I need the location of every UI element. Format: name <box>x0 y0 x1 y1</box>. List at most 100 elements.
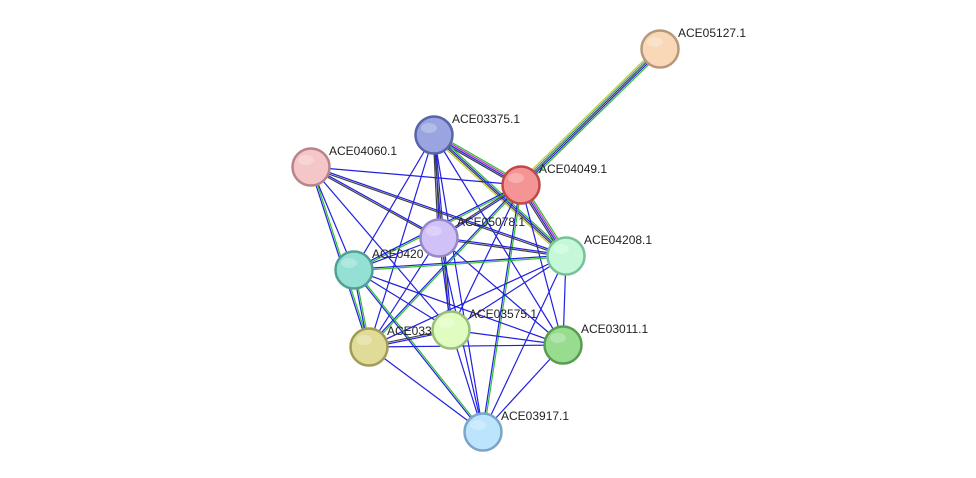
edge-line <box>354 269 485 432</box>
node-circle[interactable] <box>291 147 331 187</box>
edge-line <box>518 46 659 184</box>
node-circle[interactable] <box>334 250 374 290</box>
edge-ace04060-1-ace04208-1 <box>310 165 567 258</box>
node-ace0420[interactable]: ACE0420 <box>334 247 424 290</box>
node-label: ACE04208.1 <box>584 233 652 247</box>
nodes-layer: ACE05127.1ACE03375.1ACE04060.1ACE04049.1… <box>291 26 747 452</box>
edge-line <box>520 48 661 186</box>
edge-ace04208-1-ace03917-1 <box>482 255 567 433</box>
edge-ace03375-1-ace03917-1 <box>433 134 484 433</box>
edge-line <box>521 49 662 187</box>
edge-ace04060-1-ace03575-1 <box>310 166 452 331</box>
edge-ace05078-1-ace04208-1 <box>438 236 567 258</box>
node-highlight <box>356 335 372 345</box>
edge-line <box>311 165 440 238</box>
edge-ace04060-1-ace05078-1 <box>310 165 440 240</box>
node-label: ACE033 <box>387 324 432 338</box>
node-circle[interactable] <box>463 412 503 452</box>
edge-line <box>353 269 564 346</box>
edge-line <box>368 134 435 348</box>
node-ace05078-1[interactable]: ACE05078.1 <box>419 215 526 258</box>
node-highlight <box>341 258 357 268</box>
node-highlight <box>550 333 566 343</box>
edge-ace04208-1-ace0420 <box>353 254 567 272</box>
node-circle[interactable] <box>501 165 541 205</box>
node-ace04049-1[interactable]: ACE04049.1 <box>501 162 608 205</box>
edge-line <box>433 134 564 346</box>
node-label: ACE03917.1 <box>501 409 569 423</box>
edge-line <box>311 165 567 256</box>
edge-line <box>522 50 663 188</box>
edge-line <box>481 184 521 432</box>
edge-line <box>433 134 484 433</box>
node-highlight <box>426 226 442 236</box>
edge-ace04049-1-ace03011-1 <box>520 184 564 346</box>
edge-line <box>353 254 566 270</box>
edge-line <box>438 238 566 258</box>
edge-line <box>310 167 439 240</box>
node-highlight <box>470 420 486 430</box>
node-circle[interactable] <box>640 29 680 69</box>
node-label: ACE04049.1 <box>539 162 607 176</box>
edge-line <box>520 184 564 346</box>
node-label: ACE05127.1 <box>678 26 746 40</box>
node-label: ACE0420 <box>372 247 424 261</box>
node-label: ACE03011.1 <box>581 322 648 336</box>
edge-ace033-ace03011-1 <box>368 344 564 348</box>
edge-line <box>433 135 566 258</box>
edge-ace0420-ace03917-1 <box>352 269 485 433</box>
edge-ace033-ace03917-1 <box>368 346 484 433</box>
node-ace03917-1[interactable]: ACE03917.1 <box>463 409 570 452</box>
node-circle[interactable] <box>431 310 471 350</box>
edge-ace05078-1-ace033 <box>368 237 440 348</box>
edge-line <box>310 166 522 186</box>
edge-line <box>450 255 567 331</box>
edge-ace04049-1-ace03917-1 <box>481 184 523 433</box>
edge-line <box>519 47 660 185</box>
edge-line <box>368 346 484 433</box>
edge-line <box>354 256 567 272</box>
node-circle[interactable] <box>414 115 454 155</box>
edge-ace05078-1-ace03011-1 <box>438 237 564 346</box>
node-label: ACE03375.1 <box>452 112 520 126</box>
edge-ace04060-1-ace04049-1 <box>310 166 522 186</box>
node-ace03375-1[interactable]: ACE03375.1 <box>414 112 521 155</box>
edge-line <box>353 134 435 271</box>
node-label: ACE05078.1 <box>457 215 525 229</box>
edge-ace03375-1-ace033 <box>368 134 435 348</box>
edge-ace03375-1-ace03011-1 <box>433 134 564 346</box>
edge-ace03375-1-ace0420 <box>353 134 435 271</box>
edge-line <box>438 237 564 346</box>
node-ace04060-1[interactable]: ACE04060.1 <box>291 144 398 187</box>
node-circle[interactable] <box>419 218 459 258</box>
node-highlight <box>438 318 454 328</box>
edge-line <box>368 344 564 348</box>
edge-line <box>310 167 566 258</box>
node-ace03575-1[interactable]: ACE03575.1 <box>431 307 538 350</box>
node-highlight <box>508 173 524 183</box>
edge-line <box>482 255 567 433</box>
node-ace05127-1[interactable]: ACE05127.1 <box>640 26 747 69</box>
node-ace033[interactable]: ACE033 <box>349 324 433 367</box>
node-label: ACE03575.1 <box>469 307 537 321</box>
edge-line <box>450 184 522 331</box>
node-ace04208-1[interactable]: ACE04208.1 <box>546 233 653 276</box>
node-circle[interactable] <box>543 325 583 365</box>
edge-line <box>439 236 567 256</box>
node-circle[interactable] <box>546 236 586 276</box>
node-highlight <box>647 37 663 47</box>
edge-ace04049-1-ace03575-1 <box>450 184 522 331</box>
node-highlight <box>298 155 314 165</box>
edge-line <box>310 166 452 331</box>
edge-line <box>368 237 440 348</box>
node-circle[interactable] <box>349 327 389 367</box>
node-highlight <box>553 244 569 254</box>
edge-ace04208-1-ace03575-1 <box>450 255 567 331</box>
edge-line <box>483 185 523 433</box>
edge-line <box>352 270 483 433</box>
node-label: ACE04060.1 <box>329 144 397 158</box>
edge-ace05127-1-ace04049-1 <box>518 46 663 188</box>
edge-ace0420-ace03011-1 <box>353 269 564 346</box>
node-ace03011-1[interactable]: ACE03011.1 <box>543 322 649 365</box>
